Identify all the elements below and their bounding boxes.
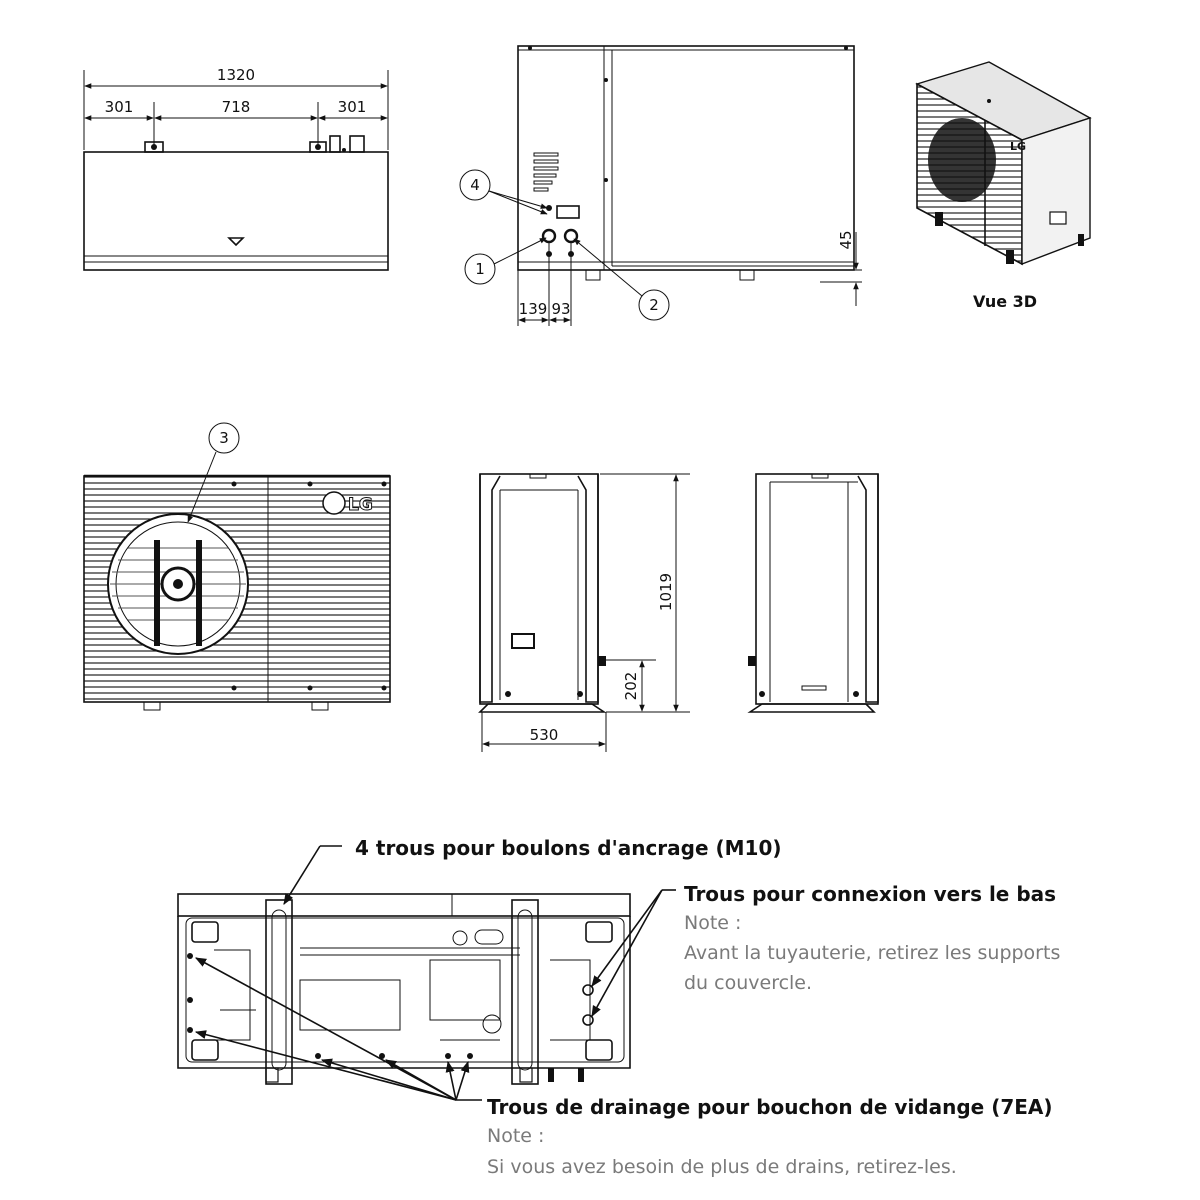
drain-holes-title: Trous de drainage pour bouchon de vidang… <box>487 1095 1053 1119</box>
side-view: 139 93 45 4 1 2 <box>459 45 862 326</box>
dim-top-right: 301 <box>338 98 367 116</box>
callout-4: 4 <box>470 176 480 194</box>
left-side-view <box>747 473 879 713</box>
top-view: 1320 301 718 301 <box>83 66 389 271</box>
callout-1: 1 <box>475 260 485 278</box>
drain-holes-note-label: Note : <box>487 1125 545 1147</box>
dim-top-mid: 718 <box>222 98 251 116</box>
dim-depth: 530 <box>530 726 559 744</box>
base-view <box>177 845 676 1101</box>
3d-lg-logo: LG <box>1010 140 1026 153</box>
dim-height-total: 1019 <box>657 573 675 611</box>
dim-height-pipe: 202 <box>622 672 640 701</box>
dim-side-a: 139 <box>519 300 548 318</box>
dim-top-total: 1320 <box>217 66 255 84</box>
drain-holes-note-line1: Si vous avez besoin de plus de drains, r… <box>487 1156 957 1178</box>
front-lg-logo: LG <box>348 495 373 515</box>
dim-side-b: 93 <box>551 300 570 318</box>
dim-height-base: 45 <box>837 230 855 249</box>
bottom-connection-title: Trous pour connexion vers le bas <box>684 882 1057 906</box>
right-side-view: 1019 202 530 <box>478 473 690 752</box>
unit-3d-view: LG <box>915 61 1092 266</box>
bottom-connection-note-label: Note : <box>684 912 742 934</box>
view-3d-label: Vue 3D <box>973 292 1038 311</box>
callout-2: 2 <box>649 296 659 314</box>
bottom-connection-note-line1: Avant la tuyauterie, retirez les support… <box>684 942 1061 964</box>
anchor-holes-label: 4 trous pour boulons d'ancrage (M10) <box>355 836 782 860</box>
front-view: LG 3 <box>83 422 391 711</box>
callout-3: 3 <box>219 429 229 447</box>
dim-top-left: 301 <box>105 98 134 116</box>
bottom-connection-note-line2: du couvercle. <box>684 972 813 994</box>
